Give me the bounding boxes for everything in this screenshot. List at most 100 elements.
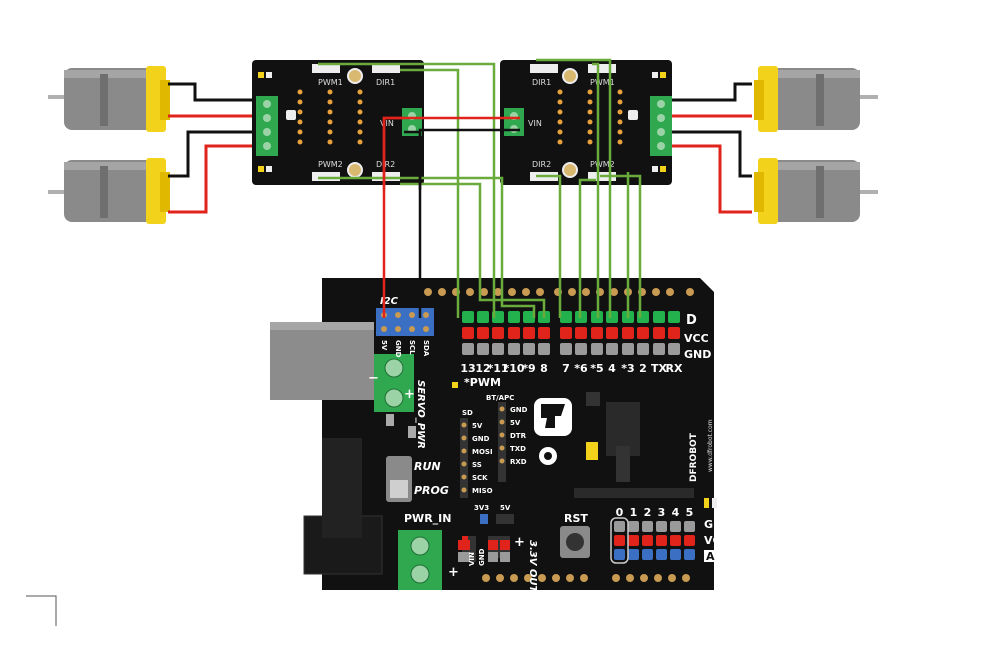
analog-vcc-pin (614, 535, 625, 546)
digital-signal-pin (508, 311, 520, 323)
rst-label: RST (564, 512, 588, 525)
analog-vcc-label: VCC (704, 534, 729, 547)
driver-left-dir2-label: DIR2 (376, 160, 395, 169)
digital-pin-label: 8 (540, 362, 548, 375)
digital-vcc-pin (560, 327, 572, 339)
analog-signal-pin (684, 549, 695, 560)
i2c-pin-label: SCL (408, 340, 416, 355)
sd-pin-label: MOSI (472, 448, 493, 456)
analog-pin-label: 3 (658, 506, 666, 519)
digital-vcc-pin (622, 327, 634, 339)
bt-pin (499, 406, 505, 412)
driver-right-dir1-label: DIR1 (532, 78, 551, 87)
bt-pin-label: GND (510, 406, 528, 414)
analog-signal-pin (656, 549, 667, 560)
analog-gnd-label: GND (704, 518, 731, 531)
digital-pin-label: TX (651, 362, 668, 375)
sd-pin-label: MISO (472, 487, 493, 495)
analog-gnd-pin (628, 521, 639, 532)
digital-pin-label: *6 (574, 362, 588, 375)
driver-right-pwm1-label: PWM1 (590, 78, 615, 87)
digital-pin-label: 12 (475, 362, 490, 375)
analog-vcc-pin (670, 535, 681, 546)
motor-top-left (48, 66, 170, 132)
analog-gnd-pin (684, 521, 695, 532)
analog-gnd-pin (670, 521, 681, 532)
digital-gnd-pin (462, 343, 474, 355)
digital-vcc-pin (668, 327, 680, 339)
i2c-pin-label: SDA (422, 340, 430, 357)
driver-right-pwm2-label: PWM2 (590, 160, 615, 169)
digital-pin-rows (462, 311, 680, 355)
i2c-pin (395, 312, 401, 318)
digital-gnd-pin (508, 343, 520, 355)
analog-gnd-pin (614, 521, 625, 532)
analog-signal-pin (614, 549, 625, 560)
i2c-pin-label: GND (394, 340, 402, 358)
i2c-pin-label: 5V (380, 340, 388, 351)
digital-gnd-pin (653, 343, 665, 355)
shield-title: I/O Expansion (721, 413, 731, 482)
v-select-5v: 5V (500, 504, 511, 512)
digital-vcc-pin (477, 327, 489, 339)
i2c-pin (409, 326, 415, 332)
io-expansion-shield (270, 278, 717, 590)
servo-minus: − (368, 371, 379, 386)
bt-pin-label: RXD (510, 458, 527, 466)
sd-pin-label: SS (472, 461, 482, 469)
digital-vcc-pin (591, 327, 603, 339)
motor-top-right (754, 66, 878, 132)
vin-gnd-pins (458, 540, 510, 562)
driver-left-pwm1-label: PWM1 (318, 78, 343, 87)
bt-label: BT/APC (486, 394, 514, 402)
servo-pwr-label: SERVO_PWR (415, 380, 426, 449)
bt-pin (499, 432, 505, 438)
sd-pin (461, 435, 467, 441)
digital-vcc-label: VCC (684, 332, 709, 345)
bt-pin (499, 458, 505, 464)
driver-left-pwm2-label: PWM2 (318, 160, 343, 169)
sd-pin-label: 5V (472, 422, 483, 430)
corner-mark (26, 595, 57, 626)
digital-vcc-pin (575, 327, 587, 339)
bt-pin-label: DTR (510, 432, 527, 440)
digital-pin-label: *11 (487, 362, 508, 375)
digital-gnd-pin (591, 343, 603, 355)
digital-gnd-pin (477, 343, 489, 355)
digital-signal-pin (462, 311, 474, 323)
digital-header-label: D (686, 313, 697, 328)
shield-subtitle: Shield V7 (741, 430, 751, 478)
analog-pin-label: 2 (644, 506, 652, 519)
analog-signal-pin (642, 549, 653, 560)
gnd-small-label: GND (478, 548, 486, 566)
digital-gnd-pin (668, 343, 680, 355)
driver-left-vin-label: VIN (380, 119, 394, 128)
bt-pin (499, 419, 505, 425)
digital-pin-label: *3 (621, 362, 634, 375)
analog-vcc-pin (684, 535, 695, 546)
brand-label: DFROBOT (689, 432, 699, 482)
digital-pin-label: 2 (639, 362, 647, 375)
digital-gnd-pin (492, 343, 504, 355)
driver-right-dir2-label: DIR2 (532, 160, 551, 169)
analog-header-label: A (706, 550, 715, 563)
sd-pin-label: GND (472, 435, 490, 443)
power-wires (382, 116, 520, 318)
digital-vcc-pin (492, 327, 504, 339)
i2c-pin-labels: 5V GND SCL SDA (380, 312, 430, 358)
digital-gnd-label: GND (684, 348, 711, 361)
bt-pin-label: TXD (510, 445, 526, 453)
motor-wires (168, 82, 752, 214)
analog-pin-rows (610, 517, 695, 564)
digital-pin-label: 7 (562, 362, 570, 375)
digital-gnd-pin (538, 343, 550, 355)
brand-url: www.dfrobot.com (707, 419, 714, 472)
digital-signal-pin (523, 311, 535, 323)
analog-pin-label: 0 (616, 506, 624, 519)
digital-vcc-pin (637, 327, 649, 339)
digital-vcc-pin (523, 327, 535, 339)
digital-signal-pin (606, 311, 618, 323)
i2c-pin (423, 312, 429, 318)
